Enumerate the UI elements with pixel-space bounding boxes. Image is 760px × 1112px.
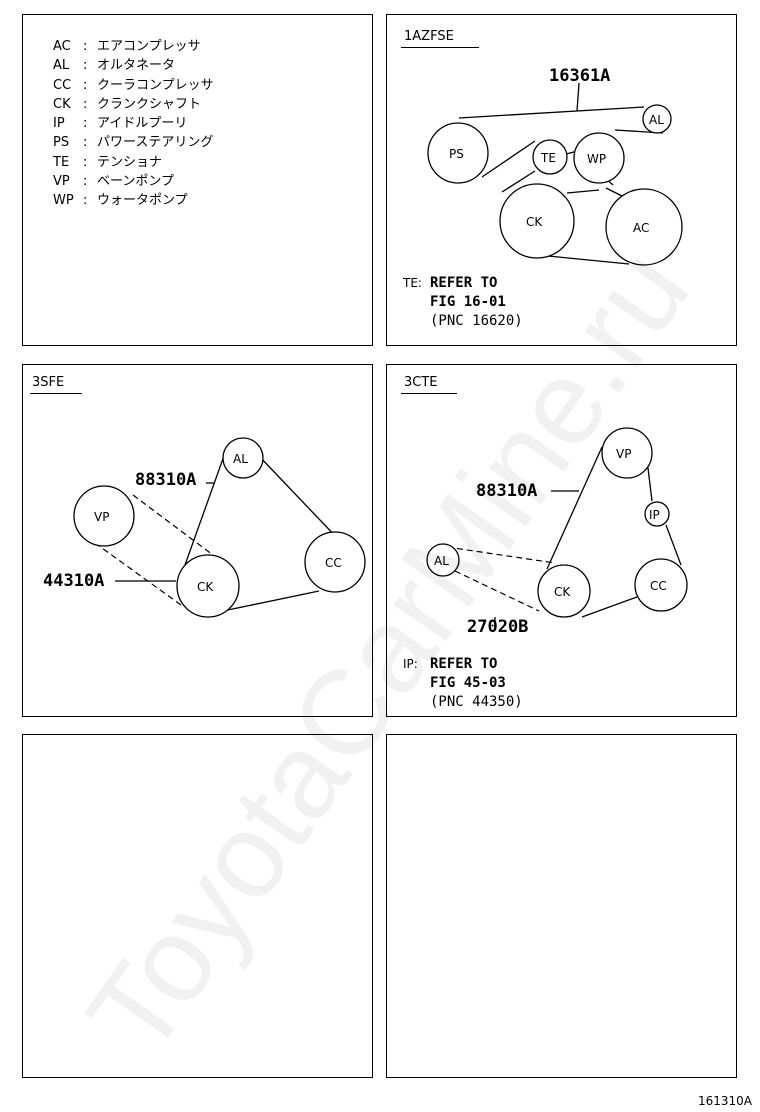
empty-panel-right (386, 734, 737, 1078)
legend-item: WP: ウォータポンプ (53, 191, 214, 210)
belt-diagram: AL VP CK CC 88310A 44310A (43, 437, 366, 618)
legend-item: AC: エアコンプレッサ (53, 37, 214, 56)
legend-name: クランクシャフト (97, 96, 202, 112)
pulley-label: VP (94, 510, 109, 524)
belt-diagram: VP IP AL CK CC 88310A 27020B (426, 427, 688, 637)
pulley-label: CK (197, 580, 214, 594)
pulley-ck (176, 554, 240, 618)
page-code: 161310A (697, 1094, 752, 1108)
note-line: REFER TO (430, 275, 498, 291)
legend-separator: : (83, 58, 88, 74)
engine-tag: 1AZFSE (404, 29, 454, 44)
part-number: 16361A (549, 66, 610, 86)
legend-abbr: CK (53, 96, 71, 112)
note-line: FIG 45-03 (430, 675, 506, 691)
note-line: FIG 16-01 (430, 294, 506, 310)
pulley-label: TE (540, 151, 556, 165)
engine-tag: 3SFE (32, 375, 65, 390)
engine-tag: 3CTE (404, 375, 438, 390)
pulley-ip (644, 501, 670, 527)
pulley-label: AL (233, 452, 248, 466)
legend-item: CK: クランクシャフト (53, 95, 214, 114)
pulley-cc (304, 531, 366, 593)
legend-name: ウォータポンプ (97, 193, 188, 209)
legend-separator: : (83, 39, 88, 54)
part-number: 27020B (467, 617, 528, 637)
pulley-label: CK (554, 585, 571, 599)
empty-panel-left (22, 734, 373, 1078)
panel-1azfse: 1AZFSE PS TE WP AL CK (386, 14, 737, 346)
pulley-label: VP (616, 447, 631, 461)
legend-name: オルタネータ (97, 58, 176, 74)
legend-separator: : (83, 174, 88, 190)
pulley-wp (573, 132, 625, 184)
legend-separator: : (83, 96, 88, 112)
legend-abbr: AC (53, 39, 71, 54)
tag-underline (30, 393, 82, 394)
pulley-ck (537, 564, 591, 618)
pulley-al (642, 104, 672, 134)
legend-item: PS: パワーステアリング (53, 133, 214, 152)
legend-separator: : (83, 154, 88, 170)
legend-item: CC: クーラコンプレッサ (53, 76, 214, 95)
tag-underline (401, 47, 479, 48)
legend-abbr: VP (53, 174, 70, 190)
legend-abbr: CC (53, 77, 72, 93)
legend-abbr: PS (53, 135, 70, 151)
legend-separator: : (83, 116, 88, 132)
panel-3sfe: 3SFE AL VP CK CC 88310A 44310A (22, 364, 373, 717)
legend-abbr: AL (53, 58, 70, 74)
legend-separator: : (83, 135, 88, 151)
note-line: (PNC 44350) (430, 694, 523, 710)
pulley-label: CC (650, 579, 667, 593)
pulley-al (426, 543, 460, 577)
legend-item: TE: テンショナ (53, 153, 214, 172)
note-key: IP: (403, 657, 418, 671)
pulley-te (532, 139, 568, 175)
pulley-label: CC (325, 556, 342, 570)
legend-abbr: WP (53, 193, 74, 209)
legend-name: アイドルプーリ (97, 116, 188, 132)
note-key: TE: (403, 276, 422, 290)
pulley-label: CK (526, 215, 543, 229)
pulley-label: WP (587, 152, 606, 166)
note-line: (PNC 16620) (430, 313, 523, 329)
pulley-label: PS (449, 147, 464, 161)
pulley-vp (601, 427, 653, 479)
legend-item: VP: ベーンポンプ (53, 172, 214, 191)
part-number: 88310A (476, 481, 537, 501)
pulley-label: IP (649, 508, 660, 522)
legend-separator: : (83, 193, 88, 209)
legend-name: テンショナ (97, 154, 163, 170)
pulley-ps (427, 122, 489, 184)
pulley-cc (634, 558, 688, 612)
panel-3cte: 3CTE VP IP AL CK CC 88310A 27020B I (386, 364, 737, 717)
pulley-vp (73, 485, 135, 547)
legend-item: IP: アイドルプーリ (53, 114, 214, 133)
pulley-ck (499, 183, 575, 259)
note-line: REFER TO (430, 656, 498, 672)
pulley-label: AC (633, 221, 649, 235)
reference-note: TE: REFER TO FIG 16-01 (PNC 16620) (403, 274, 523, 331)
legend-name: パワーステアリング (97, 135, 214, 151)
abbreviation-legend: AC: エアコンプレッサ AL: オルタネータ CC: クーラコンプレッサ CK: クラ… (53, 37, 214, 211)
pulley-al (222, 437, 264, 479)
legend-item: AL: オルタネータ (53, 56, 214, 75)
tag-underline (401, 393, 457, 394)
part-number: 88310A (135, 470, 196, 490)
legend-abbr: IP (53, 116, 65, 132)
belt-diagram: PS TE WP AL CK AC 16361A (427, 66, 683, 266)
pulley-label: AL (434, 554, 449, 568)
legend-name: エアコンプレッサ (97, 39, 201, 54)
legend-abbr: TE (53, 154, 70, 170)
pulley-label: AL (649, 113, 664, 127)
legend-name: ベーンポンプ (97, 174, 174, 190)
part-number: 44310A (43, 571, 104, 591)
reference-note: IP: REFER TO FIG 45-03 (PNC 44350) (403, 655, 523, 712)
pulley-ac (605, 188, 683, 266)
legend-separator: : (83, 77, 88, 93)
legend-name: クーラコンプレッサ (97, 77, 214, 93)
legend-panel: AC: エアコンプレッサ AL: オルタネータ CC: クーラコンプレッサ CK: クラ… (22, 14, 373, 346)
